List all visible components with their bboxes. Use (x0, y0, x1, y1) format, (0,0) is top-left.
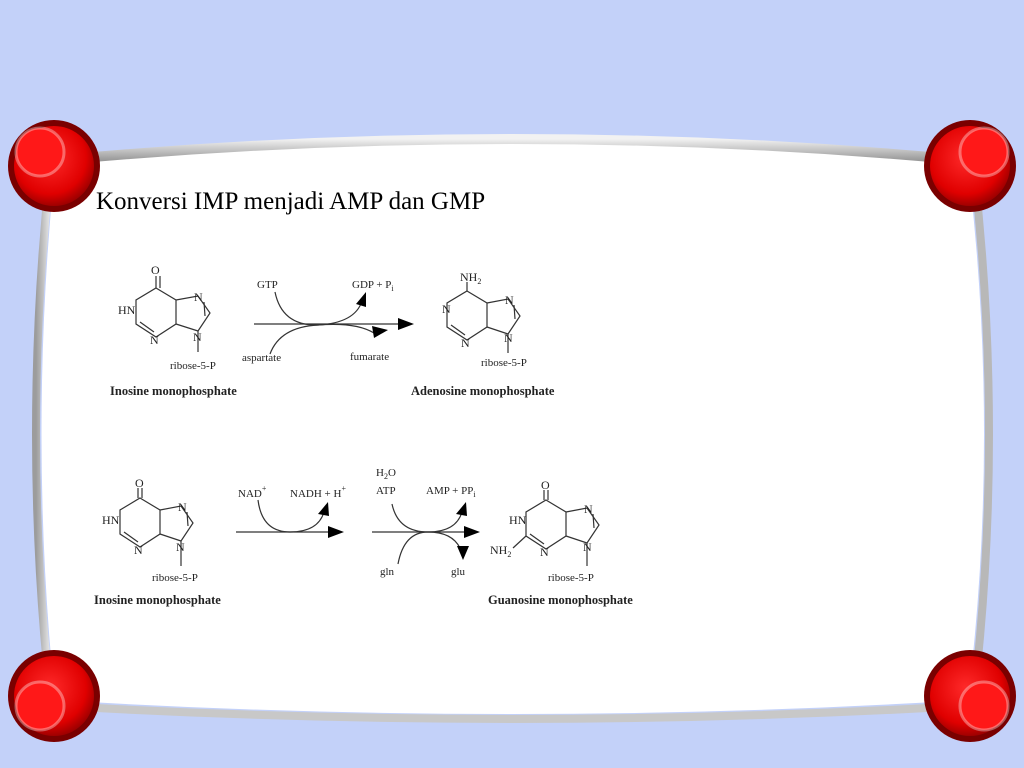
nad-label: NAD+ (238, 484, 267, 500)
ribose-label: ribose-5-P (481, 357, 527, 369)
atom-label: N (505, 293, 514, 307)
fumarate-arrowhead (372, 326, 388, 338)
gmp-pyrimidine-ring (525, 499, 567, 550)
ribose-label: ribose-5-P (170, 360, 216, 372)
imp-name-label: Inosine monophosphate (94, 593, 221, 607)
atom-label: N (150, 333, 159, 347)
reaction-arrowhead (328, 526, 344, 538)
imp-name-label: Inosine monophosphate (110, 384, 237, 398)
nadh-arrowhead (318, 502, 329, 516)
glu-arrowhead (457, 546, 469, 560)
nad-to-nadh-curve (257, 499, 325, 533)
fumarate-label: fumarate (350, 351, 390, 363)
gdp-arrowhead (356, 292, 366, 307)
atom-label: HN (102, 513, 120, 527)
atom-label: HN (118, 303, 136, 317)
amp-arrowhead (456, 502, 467, 516)
page-title: Konversi IMP menjadi AMP dan GMP (96, 188, 486, 215)
atom-label: N (193, 330, 202, 344)
gln-to-glu-curve (397, 531, 461, 565)
gln-label: gln (380, 566, 395, 578)
atom-label: O (151, 263, 160, 277)
corner-button-icon (924, 120, 1016, 212)
imp-pyrimidine-ring (119, 497, 161, 548)
atp-to-amp-curve (391, 503, 463, 533)
reaction-amp-figure (106, 263, 590, 413)
amp-name-label: Adenosine monophosphate (411, 384, 555, 398)
atom-label: O (135, 476, 144, 490)
atom-label: N (194, 290, 203, 304)
nadh-label: NADH + H+ (290, 484, 346, 500)
atp-label: ATP (376, 485, 396, 497)
aspartate-label: aspartate (242, 352, 282, 364)
amp-imidazole-ring (486, 298, 521, 335)
ribose-label: ribose-5-P (152, 572, 198, 584)
atom-label: N (461, 336, 470, 350)
atom-label: N (583, 540, 592, 554)
atom-label: HN (509, 513, 527, 527)
gdp-label: GDP + Pi (352, 279, 394, 293)
amp-pp-label: AMP + PPi (426, 485, 476, 499)
aspartate-to-fumarate-curve (269, 323, 375, 355)
reaction-arrowhead (464, 526, 480, 538)
atom-label: NH2 (460, 270, 482, 286)
corner-button-icon (924, 650, 1016, 742)
atom-label: N (176, 540, 185, 554)
h2o-label: H2O (376, 467, 396, 481)
gmp-imidazole-ring (565, 507, 600, 544)
gtp-label: GTP (257, 279, 278, 291)
atom-label: NH2 (490, 543, 512, 559)
corner-button-icon (8, 650, 100, 742)
atom-label: N (584, 502, 593, 516)
atom-label: N (178, 500, 187, 514)
imp-imidazole-ring (175, 295, 211, 332)
atom-label: O (541, 478, 550, 492)
imp-imidazole-ring (159, 505, 194, 542)
atom-label: N (504, 331, 513, 345)
atom-label: N (134, 543, 143, 557)
atom-label: N (442, 302, 451, 316)
reaction-arrowhead (398, 318, 414, 330)
atom-label: N (540, 545, 549, 559)
corner-button-icon (8, 120, 100, 212)
glu-label: glu (451, 566, 466, 578)
ribose-label: ribose-5-P (548, 572, 594, 584)
gmp-name-label: Guanosine monophosphate (488, 593, 633, 607)
